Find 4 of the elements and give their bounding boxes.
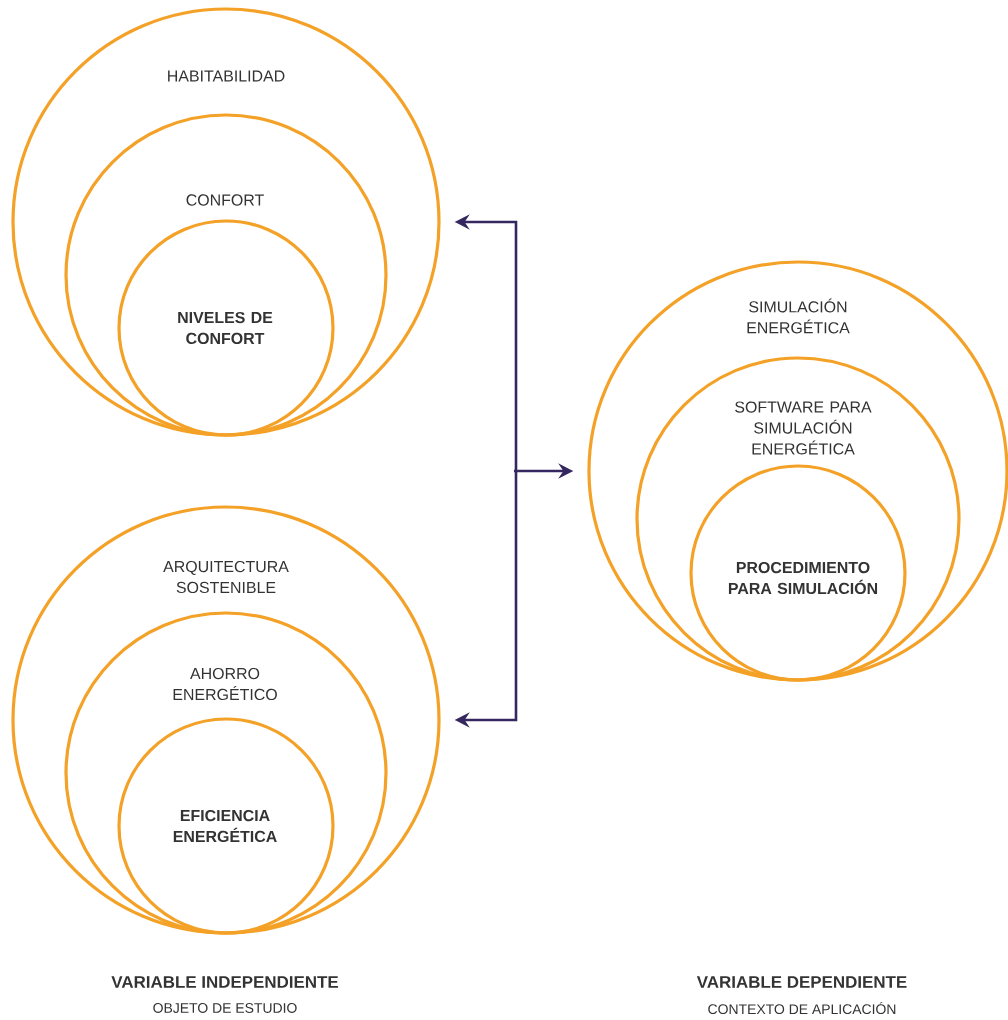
caption-text: OBJETO DE ESTUDIO <box>153 1003 297 1013</box>
caption-text: VARIABLE INDEPENDIENTE <box>111 976 339 988</box>
caption-text: VARIABLE DEPENDIENTE <box>696 976 907 988</box>
caption-text: CONTEXTO DE APLICACIÓN <box>708 1001 896 1015</box>
